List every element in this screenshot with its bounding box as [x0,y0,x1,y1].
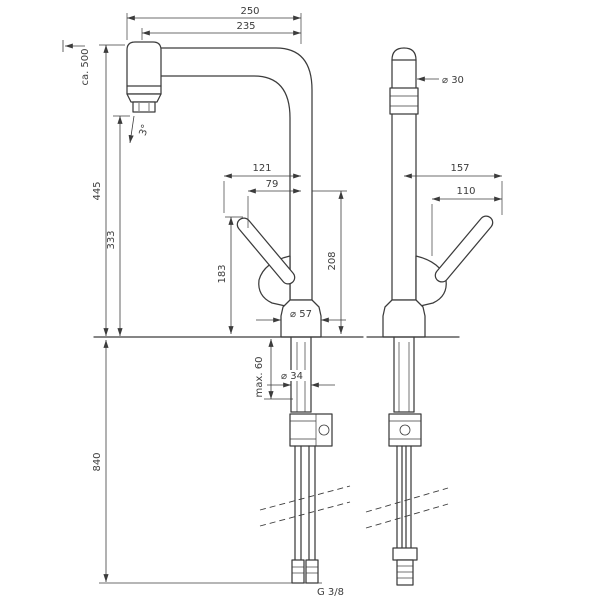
spray-angle: 3° [128,115,152,144]
dim-235-label: 235 [236,21,255,32]
dim-157: 157 [403,163,503,215]
dim-base-diameter: ⌀ 57 [256,309,346,323]
handle-front [415,215,494,308]
spray-angle-label: 3° [138,123,152,137]
dim-max60-label: max. 60 [254,357,265,398]
dim-840: 840 [92,339,109,583]
dim-250-label: 250 [240,6,259,17]
side-view: 250 235 ca. 500 3° 445 333 [62,6,364,598]
supply-hoses-front [396,445,412,549]
spray-head [126,41,162,113]
dim-157-label: 157 [450,163,469,174]
dim-445: 445 [92,44,125,337]
front-view: ⌀ 30 157 110 [365,47,503,586]
mounting-block [289,413,333,447]
dim-235: 235 [141,21,302,40]
dim-30-label: ⌀ 30 [442,75,464,86]
supply-hoses [294,445,316,561]
dim-208: 208 [312,190,347,335]
hose-connectors [291,559,319,584]
dim-121-label: 121 [252,163,271,174]
dim-max-counter: max. 60 [254,338,293,400]
dim-34-label: ⌀ 34 [281,371,303,382]
dim-183-label: 183 [217,264,228,283]
dim-333: 333 [106,115,130,337]
handle [236,217,296,308]
dim-110-label: 110 [456,186,475,197]
break-lines-front [365,487,449,529]
thread-label: G 3/8 [317,587,344,598]
dim-pullout: ca. 500 [62,40,91,86]
break-lines [259,485,351,527]
dim-208-label: 208 [327,251,338,270]
column [389,47,419,301]
dim-shank-diameter: ⌀ 34 [267,370,335,388]
dim-57-label: ⌀ 57 [290,309,312,320]
dim-79-label: 79 [266,179,279,190]
dim-333-label: 333 [106,230,117,249]
dim-110: 110 [431,186,503,256]
dim-column-diameter: ⌀ 30 [416,75,464,86]
mounting-block-front [388,413,422,447]
dim-445-label: 445 [92,181,103,200]
faucet-base-front [382,299,426,338]
dim-183: 183 [217,216,243,335]
hose-connector-front [392,547,418,586]
dim-250: 250 [126,6,302,44]
mounting-shank-front [393,336,415,413]
dim-ca500-label: ca. 500 [80,48,91,85]
dim-121: 121 [223,163,302,213]
dim-840-label: 840 [92,452,103,471]
dim-79: 79 [247,179,302,228]
